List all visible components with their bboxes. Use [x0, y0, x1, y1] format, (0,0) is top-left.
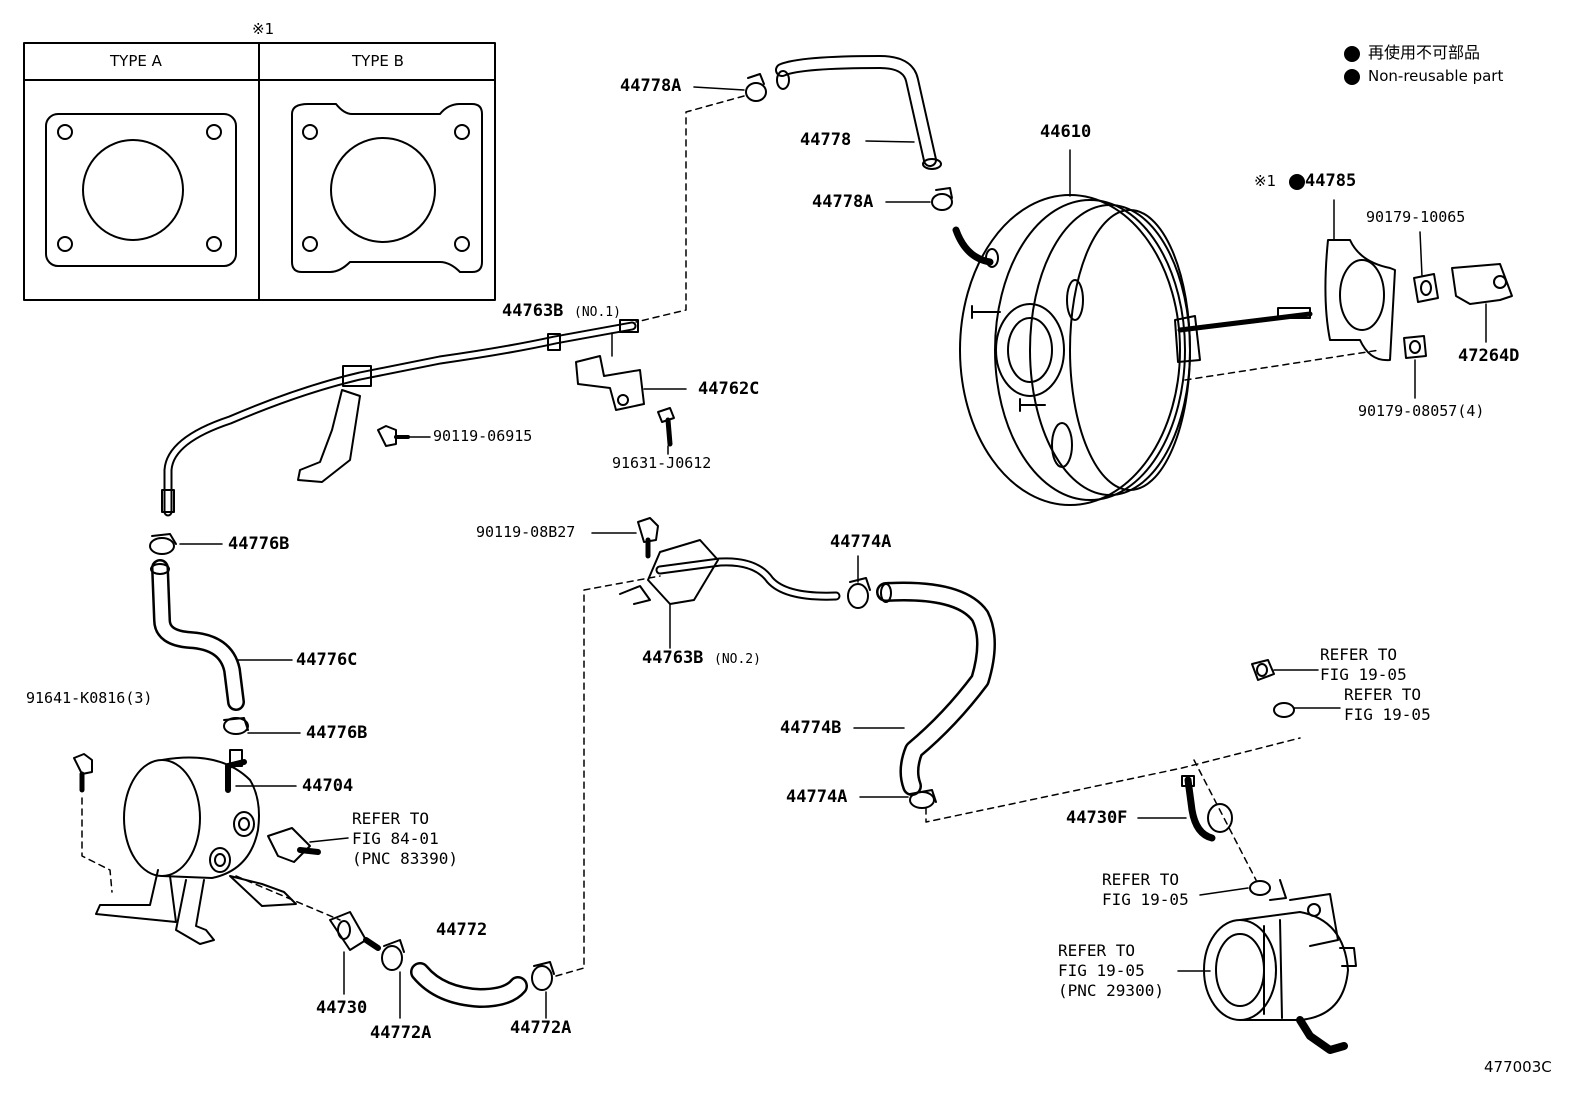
label-44778a-mid: 44778A: [812, 192, 874, 212]
bracket-44762c: [575, 355, 645, 411]
ring-refer-19-05: [1273, 702, 1295, 718]
non-reusable-dot-44785: [1289, 174, 1305, 190]
bolt-91631-j0612: [657, 407, 675, 447]
label-44774a-bottom: 44774A: [786, 787, 848, 807]
gasket-44785: [1324, 199, 1396, 362]
refer-fig-19-05-pump: REFER TO FIG 19-05 (PNC 29300): [1058, 941, 1164, 1000]
label-44763b-no2: 44763B: [642, 648, 704, 668]
label-90179-08057: 90179-08057(4): [1358, 402, 1485, 420]
clamp-44774a-bottom: [909, 789, 937, 809]
leader-dashed-44730f: [1193, 759, 1257, 881]
label-44730: 44730: [316, 998, 368, 1018]
bolt-91641-k0816: [73, 753, 113, 893]
label-44774a-top: 44774A: [830, 532, 892, 552]
label-91641-k0816: 91641-K0816(3): [26, 689, 153, 707]
label-44610: 44610: [1040, 122, 1092, 142]
hose-44776c: [150, 559, 245, 711]
legend-en-text: Non-reusable part: [1368, 67, 1504, 85]
label-44730f: 44730F: [1066, 808, 1128, 828]
label-44776c: 44776C: [296, 650, 358, 670]
refer-fig-19-05-nut: REFER TO FIG 19-05: [1320, 645, 1407, 684]
bolt-90119-08b27: [637, 517, 659, 559]
gasket-type-inset: [23, 42, 496, 301]
label-47264d: 47264D: [1458, 346, 1520, 366]
refer-fig-19-05-oring: REFER TO FIG 19-05: [1102, 870, 1189, 909]
label-44772a-right: 44772A: [510, 1018, 572, 1038]
bolt-90119-06915: [377, 425, 410, 447]
inset-note-mark: ※1: [252, 20, 275, 38]
label-44776b-top: 44776B: [228, 534, 290, 554]
label-90119-06915: 90119-06915: [433, 427, 533, 445]
legend-dot-en: [1344, 69, 1360, 85]
pipe-44763b-no1: [161, 319, 639, 517]
inset-type-a-label: TYPE A: [110, 52, 162, 70]
label-44762c: 44762C: [698, 379, 760, 399]
label-44772a-left: 44772A: [370, 1023, 432, 1043]
nut-90179-08057: [1403, 335, 1427, 399]
clamp-44774a-top: [847, 577, 871, 609]
hose-44774b: [876, 581, 996, 796]
clamp-44772a-left: [381, 939, 405, 971]
vacuum-sensor-44730: [235, 875, 381, 951]
oring-refer-19-05: [1249, 880, 1271, 896]
leader-dashed-44774: [925, 737, 1301, 823]
legend-jp-text: 再使用不可部品: [1368, 43, 1481, 62]
label-44763b-no2-suffix: (NO.2): [714, 652, 761, 667]
legend-dot-jp: [1344, 46, 1360, 62]
clamp-44772a-right: [531, 961, 555, 991]
hose-44778: [775, 55, 942, 170]
label-44763b-no1-suffix: (NO.1): [574, 305, 621, 320]
pipe-44763b-no2: [619, 539, 841, 605]
hose-44772: [410, 962, 528, 1008]
label-44776b-bottom: 44776B: [306, 723, 368, 743]
label-44774b: 44774B: [780, 718, 842, 738]
vacuum-pump: [1203, 879, 1357, 1054]
clamp-44776b-bottom: [223, 717, 249, 735]
clamp-44778a-mid: [931, 187, 953, 211]
clamp-44778a-top: [745, 73, 767, 102]
leader-lines: [179, 86, 1423, 1019]
vacuum-tank-44704: [95, 749, 297, 945]
gasket-type-b-shape: [291, 103, 483, 273]
union-44730f: [1181, 775, 1233, 842]
label-44785: 44785: [1305, 171, 1357, 191]
label-44704: 44704: [302, 776, 354, 796]
nut-refer-19-05: [1251, 659, 1275, 681]
label-44763b-no1: 44763B: [502, 301, 564, 321]
leader-dashed-44772: [555, 575, 661, 977]
refer-fig-19-05-ring: REFER TO FIG 19-05: [1344, 685, 1431, 724]
refer-fig-84-01: REFER TO FIG 84-01 (PNC 83390): [352, 809, 458, 868]
label-91631-j0612: 91631-J0612: [612, 454, 712, 472]
label-44772: 44772: [436, 920, 488, 940]
label-44785-mark: ※1: [1254, 172, 1277, 190]
diagram-id: 477003C: [1484, 1058, 1552, 1076]
nut-90179-10065: [1413, 273, 1439, 303]
gasket-type-a-shape: [45, 113, 237, 267]
label-44778a-top: 44778A: [620, 76, 682, 96]
connector-switch: [267, 827, 321, 863]
label-90179-10065: 90179-10065: [1366, 208, 1466, 226]
clevis-47264d: [1451, 263, 1513, 343]
inset-type-b-label: TYPE B: [352, 52, 404, 70]
clamp-44776b-top: [149, 533, 177, 555]
label-90119-08b27: 90119-08B27: [476, 523, 576, 541]
brake-booster-44610: [952, 194, 1381, 506]
label-44778: 44778: [800, 130, 852, 150]
